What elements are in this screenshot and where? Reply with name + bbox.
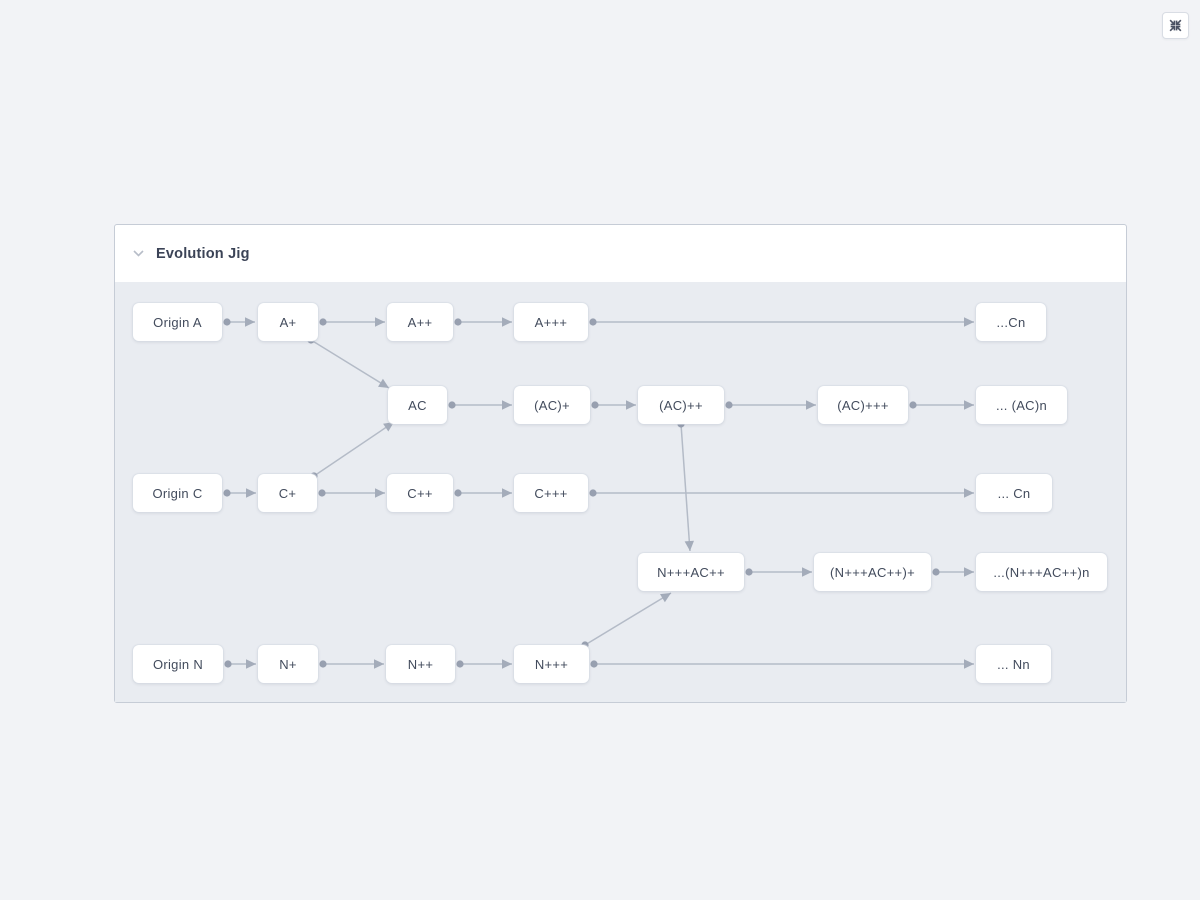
graph-node-ac-plus3[interactable]: (AC)+++ [818, 386, 908, 424]
graph-node-ac-plus[interactable]: (AC)+ [514, 386, 590, 424]
edges-layer [223, 317, 974, 669]
exit-fullscreen-button[interactable] [1162, 12, 1189, 39]
node-label: (AC)++ [659, 397, 703, 413]
node-label: ... Cn [997, 485, 1031, 501]
node-label: N+ [279, 656, 297, 672]
node-label: C+++ [534, 485, 568, 501]
graph-node-n-plus[interactable]: N+ [258, 645, 318, 683]
graph-node-origin-n[interactable]: Origin N [133, 645, 223, 683]
node-label: ... Nn [997, 656, 1030, 672]
graph-node-ac-plus2[interactable]: (AC)++ [638, 386, 724, 424]
graph-node-ac[interactable]: AC [388, 386, 447, 424]
node-label: A+++ [534, 314, 568, 330]
graph-node-n-n[interactable]: ... Nn [976, 645, 1051, 683]
node-label: N+++ [534, 656, 569, 672]
graph-node-nac-plus[interactable]: (N+++AC++)+ [814, 553, 931, 591]
edge-a-plus-ac [307, 336, 390, 389]
node-label: A+ [279, 314, 297, 330]
node-label: N++ [407, 656, 434, 672]
node-label: (AC)+++ [837, 397, 889, 413]
graph-node-c-plus2[interactable]: C++ [387, 474, 453, 512]
graph-node-c-plus3[interactable]: C+++ [514, 474, 588, 512]
graph-node-origin-c[interactable]: Origin C [133, 474, 222, 512]
compress-icon [1168, 18, 1183, 33]
node-label: (AC)+ [534, 397, 570, 413]
panel-title: Evolution Jig [156, 245, 250, 262]
node-label: A++ [407, 314, 433, 330]
edge-c-plus-ac [310, 421, 395, 480]
graph-node-origin-a[interactable]: Origin A [133, 303, 222, 341]
graph-node-a-plus[interactable]: A+ [258, 303, 318, 341]
panel-header: Evolution Jig [115, 225, 1126, 282]
graph-node-nac-n[interactable]: ...(N+++AC++)n [976, 553, 1107, 591]
graph-node-cn-top[interactable]: ...Cn [976, 303, 1046, 341]
node-label: C++ [407, 485, 433, 501]
graph-node-a-plus2[interactable]: A++ [387, 303, 453, 341]
node-label: ... (AC)n [995, 397, 1048, 413]
graph-node-a-plus3[interactable]: A+++ [514, 303, 588, 341]
node-label: (N+++AC++)+ [830, 564, 915, 580]
graph-node-ac-n[interactable]: ... (AC)n [976, 386, 1067, 424]
node-label: Origin N [152, 656, 204, 672]
graph-node-c-plus[interactable]: C+ [258, 474, 317, 512]
graph-node-n-plus3[interactable]: N+++ [514, 645, 589, 683]
graph-node-c-n[interactable]: ... Cn [976, 474, 1052, 512]
edge-n-plus3-nac [581, 592, 672, 649]
node-label: Origin A [153, 314, 202, 330]
node-label: ...Cn [996, 314, 1026, 330]
collapse-panel-button[interactable] [127, 243, 149, 265]
chevron-down-icon [132, 250, 144, 257]
graph-node-n-plus2[interactable]: N++ [386, 645, 455, 683]
node-label: N+++AC++ [657, 564, 725, 580]
edge-ac-plus2-nac [677, 420, 694, 552]
graph-node-nac[interactable]: N+++AC++ [638, 553, 744, 591]
node-label: C+ [278, 485, 297, 501]
node-label: Origin C [152, 485, 203, 501]
node-label: AC [408, 397, 427, 413]
node-label: ...(N+++AC++)n [993, 564, 1090, 580]
